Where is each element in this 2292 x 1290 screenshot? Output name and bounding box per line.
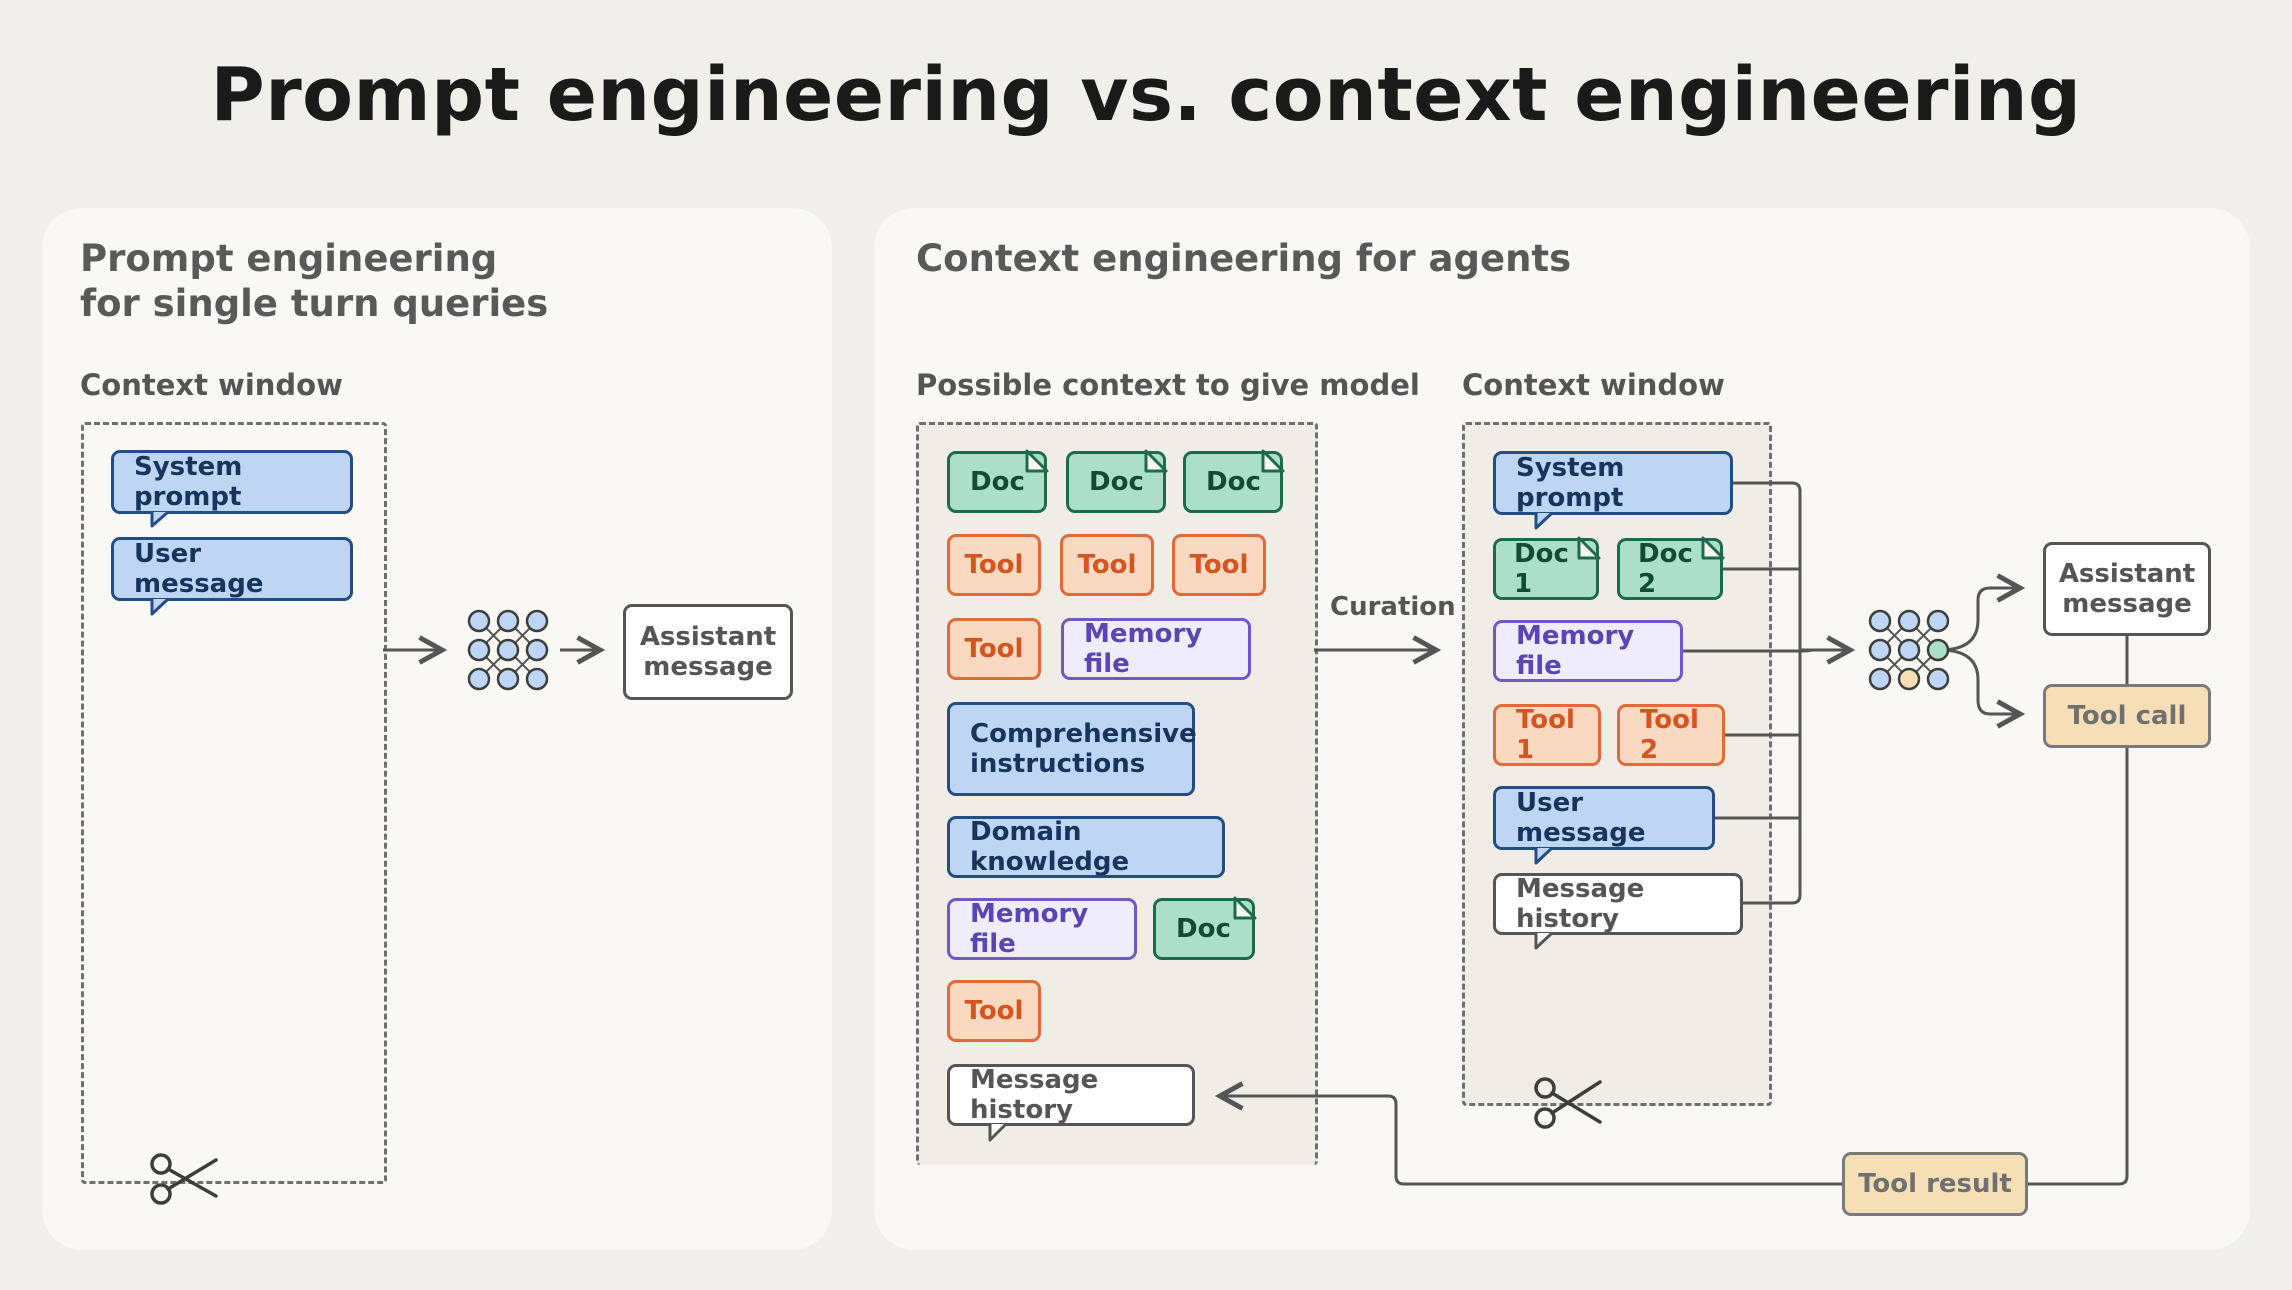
possible-memory-file-2: Memory file <box>947 898 1137 960</box>
possible-tool-3: Tool <box>1172 534 1266 596</box>
window-doc-2: Doc 2 <box>1617 538 1723 600</box>
neural-network-icon <box>467 609 549 691</box>
diagram-title: Prompt engineering vs. context engineeri… <box>210 52 2082 138</box>
window-connectors <box>1683 481 1850 905</box>
curation-label: Curation <box>1330 592 1456 622</box>
scissors-icon <box>150 1153 218 1205</box>
bubble-tails <box>150 510 1554 1142</box>
left-system-prompt: System prompt <box>111 450 353 514</box>
tool-result: Tool result <box>1842 1152 2028 1216</box>
window-memory-file: Memory file <box>1493 620 1683 682</box>
left-assistant-message: Assistant message <box>623 604 793 700</box>
possible-domain-knowledge: Domain knowledge <box>947 816 1225 878</box>
prompt-engineering-panel <box>42 208 832 1250</box>
right-assistant-message: Assistant message <box>2043 542 2211 636</box>
window-tool-2: Tool 2 <box>1617 704 1725 766</box>
agent-neural-network-icon <box>1868 609 1950 691</box>
possible-tool-1: Tool <box>947 534 1041 596</box>
possible-context-label: Possible context to give model <box>916 368 1420 402</box>
window-message-history: Message history <box>1493 873 1743 935</box>
left-context-window <box>81 422 387 1184</box>
possible-doc-3: Doc <box>1183 451 1283 513</box>
window-scissors-icon <box>1534 1077 1602 1129</box>
tool-call: Tool call <box>2043 684 2211 748</box>
possible-tool-4: Tool <box>947 618 1041 680</box>
possible-message-history: Message history <box>947 1064 1195 1126</box>
possible-comprehensive-instructions: Comprehensive instructions <box>947 702 1197 796</box>
possible-tool-2: Tool <box>1060 534 1154 596</box>
prompt-engineering-title: Prompt engineering for single turn queri… <box>80 237 549 325</box>
doc-folds <box>1025 449 1725 920</box>
right-context-window-label: Context window <box>1462 368 1725 402</box>
window-user-message: User message <box>1493 786 1715 850</box>
model-output-branches <box>1220 588 2129 1186</box>
window-tool-1: Tool 1 <box>1493 704 1601 766</box>
left-context-window-label: Context window <box>80 368 343 402</box>
left-user-message: User message <box>111 537 353 601</box>
window-system-prompt: System prompt <box>1493 451 1733 515</box>
context-engineering-title: Context engineering for agents <box>916 237 1572 280</box>
possible-tool-5: Tool <box>947 980 1041 1042</box>
possible-memory-file-1: Memory file <box>1061 618 1251 680</box>
